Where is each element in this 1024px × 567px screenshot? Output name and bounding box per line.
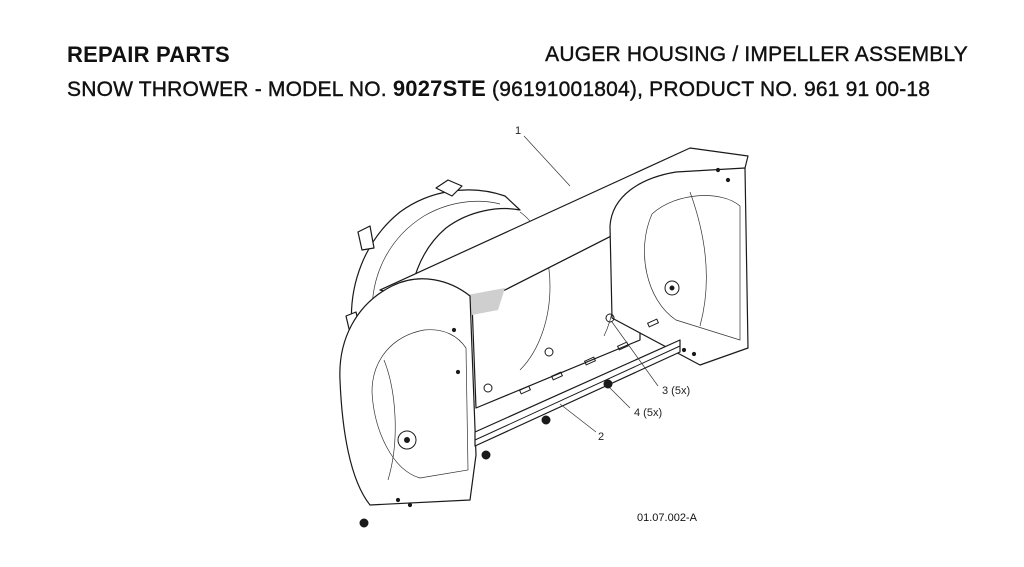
shroud-tab-upper [435, 179, 463, 197]
callout-4: 4 (5x) [634, 407, 662, 419]
hex-nut [541, 415, 551, 425]
bolt-hole [725, 177, 731, 183]
shroud-contour [371, 200, 501, 313]
bolt-hole [395, 497, 401, 503]
hex-nut [481, 450, 491, 460]
right-bearing-hole [664, 280, 680, 296]
subtitle-suffix: (96191001804), PRODUCT NO. 961 91 00-18 [485, 78, 931, 101]
leader-line-4 [609, 387, 631, 409]
scraper-slot-3 [583, 356, 597, 366]
shroud-tab-left [357, 225, 375, 251]
model-number: 9027STE [392, 76, 486, 101]
bolt-hole [691, 351, 697, 357]
right-side-panel [609, 167, 749, 366]
model-subtitle: SNOW THROWER - MODEL NO. 9027STE (961910… [67, 76, 931, 101]
right-bearing-bolt [669, 285, 675, 291]
callout-3: 3 (5x) [662, 385, 690, 397]
scraper-bar-edge [474, 345, 681, 441]
bolt-hole [715, 167, 721, 173]
leader-line-2 [559, 403, 597, 433]
scraper-slot-1 [518, 385, 532, 395]
callout-2: 2 [598, 431, 604, 443]
left-side-housing [339, 278, 477, 506]
left-bearing-bolt [404, 437, 410, 443]
hex-nut [603, 379, 613, 389]
leader-line-3 [611, 321, 659, 387]
scraper-slot-5 [646, 318, 660, 328]
right-panel-inner [644, 195, 741, 341]
carriage-bolt [544, 347, 554, 357]
bolt-hole [407, 502, 413, 508]
drawing-reference: 01.07.002-A [637, 512, 697, 524]
subtitle-prefix: SNOW THROWER - MODEL NO. [67, 78, 393, 101]
left-bearing-hole [397, 430, 417, 450]
bolt-hole [681, 347, 687, 353]
page-title: REPAIR PARTS [67, 42, 230, 67]
bolt-hole [455, 369, 461, 375]
carriage-bolt [605, 313, 615, 323]
bolt-hole [451, 327, 457, 333]
left-housing-curve [383, 359, 396, 481]
callout-1: 1 [515, 125, 521, 137]
left-housing-inner [371, 329, 469, 479]
right-panel-curve [689, 191, 707, 327]
hex-nut [359, 518, 369, 528]
section-title: AUGER HOUSING / IMPELLER ASSEMBLY [545, 43, 968, 66]
leader-line-1 [523, 135, 571, 187]
scraper-slot-2 [550, 371, 564, 381]
carriage-bolt [483, 383, 493, 393]
